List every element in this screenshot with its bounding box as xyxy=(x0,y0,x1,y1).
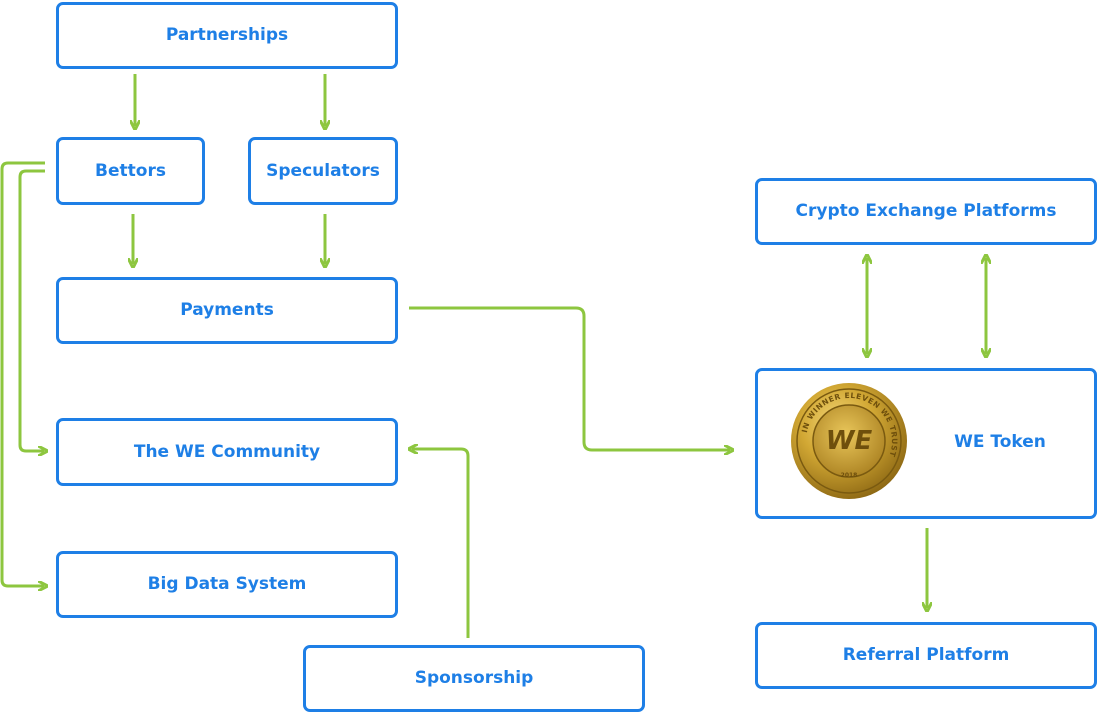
arrow-bettors-to-big-data xyxy=(0,161,45,586)
node-crypto-exchange: Crypto Exchange Platforms xyxy=(755,178,1097,245)
node-bettors: Bettors xyxy=(56,137,205,205)
node-community: The WE Community xyxy=(56,418,398,486)
node-partnerships: Partnerships xyxy=(56,2,398,69)
node-label: Bettors xyxy=(95,160,166,181)
node-referral: Referral Platform xyxy=(755,622,1097,689)
coin-icon: IN WINNER ELEVEN WE TRUST WE 2018 xyxy=(791,383,907,499)
node-sponsorship: Sponsorship xyxy=(303,645,645,712)
node-label: Sponsorship xyxy=(414,668,534,689)
node-label: Partnerships xyxy=(165,25,289,46)
node-payments: Payments xyxy=(56,277,398,344)
node-label: Crypto Exchange Platforms xyxy=(795,201,1057,222)
coin-monogram: WE xyxy=(826,426,873,456)
node-label: Payments xyxy=(180,300,274,321)
node-speculators: Speculators xyxy=(248,137,398,205)
node-label: Referral Platform xyxy=(842,645,1010,666)
node-label: Big Data System xyxy=(147,574,307,595)
arrow-bettors-to-community xyxy=(18,169,45,451)
arrow-sponsorship-to-community xyxy=(412,449,470,638)
node-big-data: Big Data System xyxy=(56,551,398,618)
we-token-coin: IN WINNER ELEVEN WE TRUST WE 2018 xyxy=(790,382,908,500)
node-label: Speculators xyxy=(266,160,380,181)
we-token-label: WE Token xyxy=(954,432,1046,452)
node-label: The WE Community xyxy=(133,441,321,462)
coin-year: 2018 xyxy=(841,472,858,479)
arrow-payments-to-we-token xyxy=(409,306,730,450)
